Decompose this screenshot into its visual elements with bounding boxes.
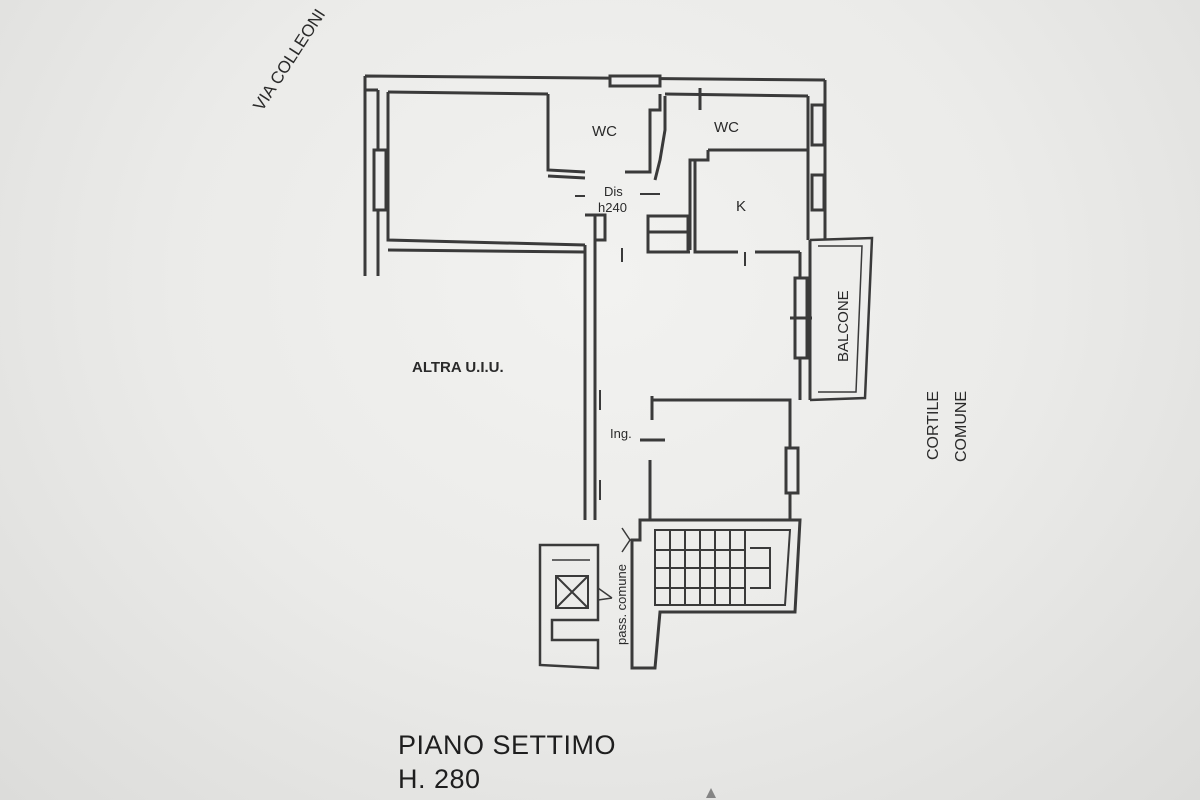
kitchen-walls xyxy=(650,160,800,254)
courtyard-label-line2: COMUNE xyxy=(953,391,970,462)
passage-arrow xyxy=(597,587,613,601)
street-label: VIA COLLEONI xyxy=(249,6,329,115)
elevator-shaft xyxy=(538,543,600,670)
stair-steps xyxy=(655,530,771,605)
common-passage-label: pass. comune xyxy=(614,564,629,645)
balcony-inner xyxy=(818,245,863,393)
floor-title-block: PIANO SETTIMO H. 280 xyxy=(398,728,616,796)
courtyard-label-line1: CORTILE xyxy=(925,391,942,460)
dis-marks xyxy=(575,193,660,197)
dis-label: Dis xyxy=(604,184,623,199)
upper-left-room-inner xyxy=(387,248,586,254)
entrance-label: Ing. xyxy=(610,426,632,441)
bedroom-walls xyxy=(648,396,792,522)
kitchen-label: K xyxy=(736,198,746,215)
balcony-outline xyxy=(809,236,874,402)
window-bedroom xyxy=(784,446,800,495)
upper-left-room xyxy=(386,92,586,247)
outer-wall-top xyxy=(363,74,826,276)
plan-walls xyxy=(363,74,874,670)
corridor-stub xyxy=(585,213,607,242)
floor-name: PIANO SETTIMO xyxy=(398,730,617,760)
stair-enclosure xyxy=(630,518,802,670)
balcony-label: BALCONE xyxy=(835,290,852,362)
wc1-walls xyxy=(546,94,662,180)
wc2-walls xyxy=(653,88,808,250)
wc-label-2: WC xyxy=(714,119,739,136)
corridor-left-wall xyxy=(583,215,597,520)
wc-label-1: WC xyxy=(592,123,617,140)
entry-arrow xyxy=(621,527,631,553)
window-left xyxy=(372,148,388,212)
mouse-cursor-icon xyxy=(706,788,716,798)
window-right-2 xyxy=(810,173,826,212)
kitchen-counter xyxy=(646,214,690,254)
window-top xyxy=(608,74,662,88)
floor-height: H. 280 xyxy=(398,764,481,794)
dis-height-label: h240 xyxy=(598,200,627,215)
other-unit-label: ALTRA U.I.U. xyxy=(412,359,504,376)
elevator-car xyxy=(555,575,589,609)
door-marks xyxy=(599,248,746,500)
window-right-1 xyxy=(810,103,826,147)
elevator-cross xyxy=(555,575,589,609)
outer-wall-top-inner xyxy=(387,90,809,98)
